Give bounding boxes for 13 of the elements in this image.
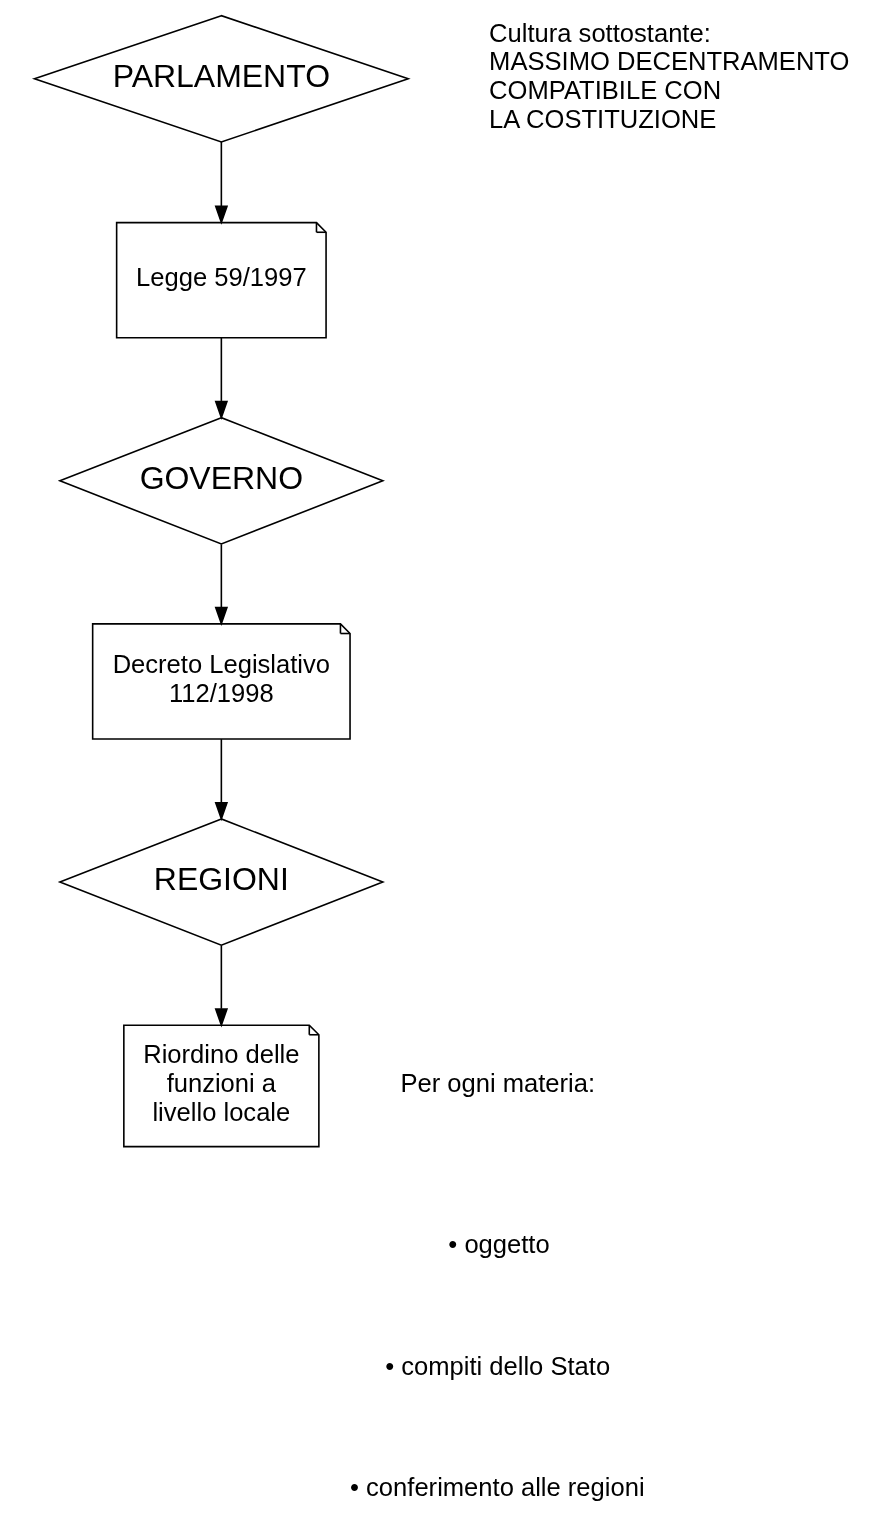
node-diamond: REGIONI xyxy=(57,818,385,947)
node-diamond: GOVERNO xyxy=(57,416,385,545)
node-diamond: PARLAMENTO xyxy=(31,14,411,143)
label: Cultura sottostante: MASSIMO DECENTRAMENTO COMPATIBILE CON LA COSTITUZIONE xyxy=(489,18,850,134)
arrow xyxy=(214,944,229,1028)
label: • compiti dello Stato xyxy=(385,1351,611,1380)
arrow xyxy=(214,738,229,822)
label: • conferimento alle regioni xyxy=(350,1473,645,1502)
label: Per ogni materia: xyxy=(400,1069,596,1097)
arrow xyxy=(214,337,229,420)
label: • oggetto xyxy=(448,1230,550,1259)
arrow xyxy=(214,141,229,225)
arrow xyxy=(214,543,229,626)
